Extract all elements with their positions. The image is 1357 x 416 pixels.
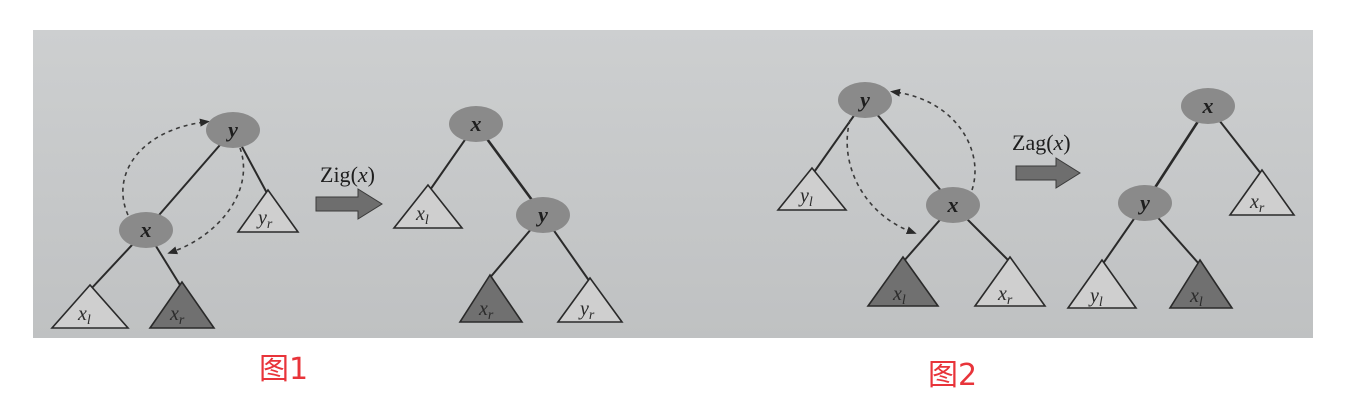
right-arrow-icon [315,188,383,220]
rotation-arrow-up [122,118,210,216]
zig-operation: Zig(x) [315,162,383,220]
node-y [838,82,892,118]
node-label: y [857,87,870,112]
edge [864,99,954,206]
subtree-triangle [1066,258,1138,309]
operation-label: Zig(x) [320,162,375,187]
subtree-label-x-left: xl [892,283,906,308]
subtree-label-y-left: yl [798,185,813,210]
subtree-triangle-dark [1168,258,1234,309]
node-label: y [225,117,238,142]
right-arrow-icon [1015,157,1081,189]
fig1-before-tree: yr xl xr y x [50,112,300,329]
node-label: x [1202,93,1214,118]
zag-operation: Zag(x) [1012,130,1081,189]
subtree-triangle-dark [866,255,940,307]
edge [145,129,234,231]
subtree-triangle [776,166,848,211]
subtree-triangle-dark [458,273,524,323]
subtree-label-x-right: xr [997,283,1013,308]
subtree-triangle-dark [148,280,216,329]
rotation-arrow-up [890,88,976,191]
node-y [206,112,260,148]
fig2-before-tree: yl xl xr y x [776,82,1047,308]
node-y [1118,185,1172,221]
node-x [926,187,980,223]
subtree-triangle [556,276,624,323]
subtree-triangle [50,283,130,329]
subtree-triangle [1228,168,1296,216]
figure-2: yl xl xr y x Zag(x) xr yl xl [776,82,1296,310]
subtree-label-y-right: yr [256,207,273,232]
fig2-after-tree: xr yl xl x y [1066,88,1296,310]
figure-1: yr xl xr y x Zig(x) xl xr yr [50,106,624,329]
subtree-triangle [236,188,300,233]
node-label: y [1137,190,1150,215]
subtree-label-x-left: xl [77,303,91,328]
subtree-label-x-right: xr [478,298,494,323]
subtree-triangle [392,183,464,229]
subtree-label-x-right: xr [169,303,185,328]
figure-1-caption: 图1 [259,352,309,387]
node-y [516,197,570,233]
rotation-arrow-down [167,147,245,255]
subtree-label-y-left: yl [1088,285,1103,310]
figure-2-caption: 图2 [928,358,978,393]
node-label: x [947,192,959,217]
rotation-arrow-down [846,119,917,235]
node-label: x [470,111,482,136]
subtree-label-x-left: xl [1189,285,1203,310]
subtree-label-x-left: xl [415,203,429,228]
node-x [119,212,173,248]
subtree-label-x-right: xr [1249,191,1265,216]
subtree-triangle [973,255,1047,307]
node-x [1181,88,1235,124]
subtree-label-y-right: yr [578,298,595,323]
node-label: y [535,202,548,227]
fig1-after-tree: xl xr yr x y [392,106,624,323]
operation-label: Zag(x) [1012,130,1071,155]
node-label: x [140,217,152,242]
node-x [449,106,503,142]
